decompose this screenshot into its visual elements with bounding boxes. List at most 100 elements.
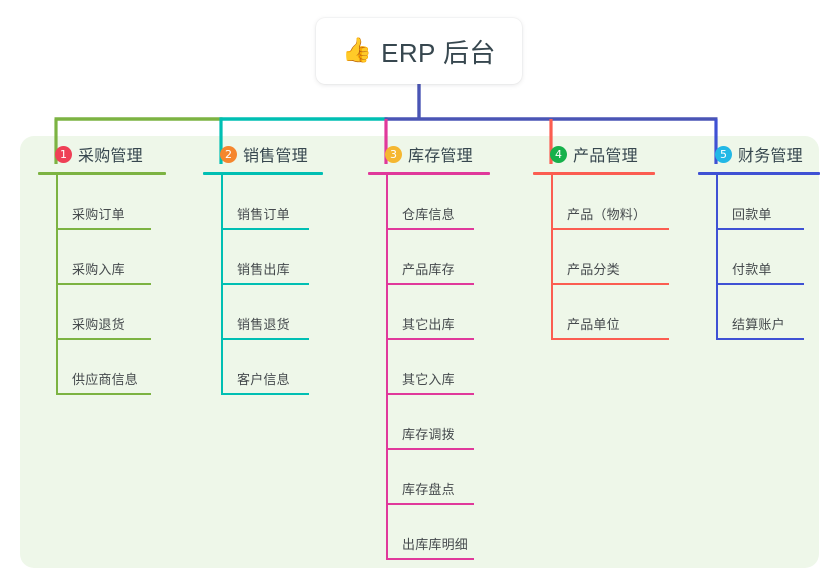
leaf-underline (56, 393, 151, 395)
leaf-underline (386, 283, 474, 285)
branch-underline (533, 172, 655, 175)
branch-column: 2 销售管理销售订单销售出库销售退货客户信息 (203, 136, 368, 395)
branch-underline (368, 172, 490, 175)
branch-header[interactable]: 5 财务管理 (698, 136, 839, 172)
leaf-list: 采购订单采购入库采购退货供应商信息 (38, 175, 203, 395)
leaf-list: 销售订单销售出库销售退货客户信息 (203, 175, 368, 395)
leaf-underline (221, 228, 309, 230)
leaf-node[interactable]: 销售退货 (203, 285, 368, 340)
leaf-label: 结算账户 (732, 317, 785, 332)
branch-number-badge: 3 (385, 145, 402, 163)
leaf-node[interactable]: 其它入库 (368, 340, 533, 395)
leaf-node[interactable]: 采购订单 (38, 175, 203, 230)
branch-column: 3 库存管理仓库信息产品库存其它出库其它入库库存调拨库存盘点出库库明细 (368, 136, 533, 560)
leaf-node[interactable]: 仓库信息 (368, 175, 533, 230)
leaf-node[interactable]: 产品分类 (533, 230, 698, 285)
branch-title: 产品管理 (573, 148, 638, 165)
leaf-label: 销售出库 (237, 262, 290, 277)
leaf-underline (56, 283, 151, 285)
leaf-list: 仓库信息产品库存其它出库其它入库库存调拨库存盘点出库库明细 (368, 175, 533, 560)
leaf-underline (386, 448, 474, 450)
branch-column: 5 财务管理回款单付款单结算账户 (698, 136, 839, 340)
leaf-label: 采购订单 (72, 207, 125, 222)
leaf-label: 销售退货 (237, 317, 290, 332)
leaf-underline (386, 558, 474, 560)
leaf-node[interactable]: 结算账户 (698, 285, 839, 340)
branch-column: 1 采购管理采购订单采购入库采购退货供应商信息 (38, 136, 203, 395)
branch-underline (698, 172, 820, 175)
leaf-node[interactable]: 回款单 (698, 175, 839, 230)
leaf-label: 付款单 (732, 262, 772, 277)
leaf-label: 仓库信息 (402, 207, 455, 222)
leaf-node[interactable]: 库存盘点 (368, 450, 533, 505)
branch-title: 财务管理 (738, 148, 803, 165)
branch-spine (221, 175, 223, 395)
branch-spine (551, 175, 553, 340)
branch-title: 库存管理 (408, 148, 473, 165)
leaf-underline (551, 228, 669, 230)
leaf-node[interactable]: 销售订单 (203, 175, 368, 230)
branch-spine (56, 175, 58, 395)
branch-number-badge: 1 (55, 145, 72, 163)
leaf-label: 出库库明细 (402, 537, 469, 552)
leaf-label: 产品库存 (402, 262, 455, 277)
leaf-node[interactable]: 付款单 (698, 230, 839, 285)
leaf-label: 库存调拨 (402, 427, 455, 442)
leaf-label: 采购退货 (72, 317, 125, 332)
branch-title: 销售管理 (243, 148, 308, 165)
root-node[interactable]: 👍 ERP 后台 (316, 18, 522, 84)
leaf-underline (386, 338, 474, 340)
leaf-underline (386, 393, 474, 395)
leaf-underline (716, 228, 804, 230)
leaf-underline (221, 393, 309, 395)
leaf-label: 其它入库 (402, 372, 455, 387)
branch-title: 采购管理 (78, 148, 143, 165)
leaf-node[interactable]: 产品单位 (533, 285, 698, 340)
branch-number-badge: 4 (550, 145, 567, 163)
branch-spine (716, 175, 718, 340)
branch-underline (38, 172, 166, 175)
leaf-list: 产品（物料） 产品分类产品单位 (533, 175, 698, 340)
branch-header[interactable]: 4 产品管理 (533, 136, 698, 172)
leaf-label: 产品分类 (567, 262, 620, 277)
leaf-label: 客户信息 (237, 372, 290, 387)
leaf-underline (221, 283, 309, 285)
branch-header[interactable]: 2 销售管理 (203, 136, 368, 172)
branch-underline (203, 172, 323, 175)
leaf-node[interactable]: 产品（物料） (533, 175, 698, 230)
branch-column: 4 产品管理产品（物料） 产品分类产品单位 (533, 136, 698, 340)
leaf-node[interactable]: 产品库存 (368, 230, 533, 285)
thumbs-up-icon: 👍 (342, 37, 373, 64)
leaf-node[interactable]: 客户信息 (203, 340, 368, 395)
leaf-label: 库存盘点 (402, 482, 455, 497)
branch-header[interactable]: 1 采购管理 (38, 136, 203, 172)
leaf-label: 回款单 (732, 207, 772, 222)
leaf-underline (56, 338, 151, 340)
branch-columns: 1 采购管理采购订单采购入库采购退货供应商信息 2 销售管理销售订单销售出库销售退货客… (20, 136, 820, 568)
leaf-node[interactable]: 出库库明细 (368, 505, 533, 560)
leaf-node[interactable]: 库存调拨 (368, 395, 533, 450)
leaf-underline (551, 283, 669, 285)
diagram-panel (20, 136, 819, 568)
leaf-underline (56, 228, 151, 230)
branch-number-badge: 2 (220, 145, 237, 163)
leaf-underline (716, 338, 804, 340)
leaf-label: 销售订单 (237, 207, 290, 222)
leaf-node[interactable]: 供应商信息 (38, 340, 203, 395)
leaf-node[interactable]: 其它出库 (368, 285, 533, 340)
leaf-node[interactable]: 采购入库 (38, 230, 203, 285)
branch-spine (386, 175, 388, 560)
leaf-label: 其它出库 (402, 317, 455, 332)
branch-number-badge: 5 (715, 145, 732, 163)
leaf-underline (386, 228, 474, 230)
branch-header[interactable]: 3 库存管理 (368, 136, 533, 172)
leaf-underline (716, 283, 804, 285)
leaf-label: 采购入库 (72, 262, 125, 277)
leaf-underline (221, 338, 309, 340)
leaf-node[interactable]: 销售出库 (203, 230, 368, 285)
leaf-underline (551, 338, 669, 340)
leaf-node[interactable]: 采购退货 (38, 285, 203, 340)
leaf-label: 供应商信息 (72, 372, 139, 387)
leaf-label: 产品（物料） (567, 207, 647, 222)
